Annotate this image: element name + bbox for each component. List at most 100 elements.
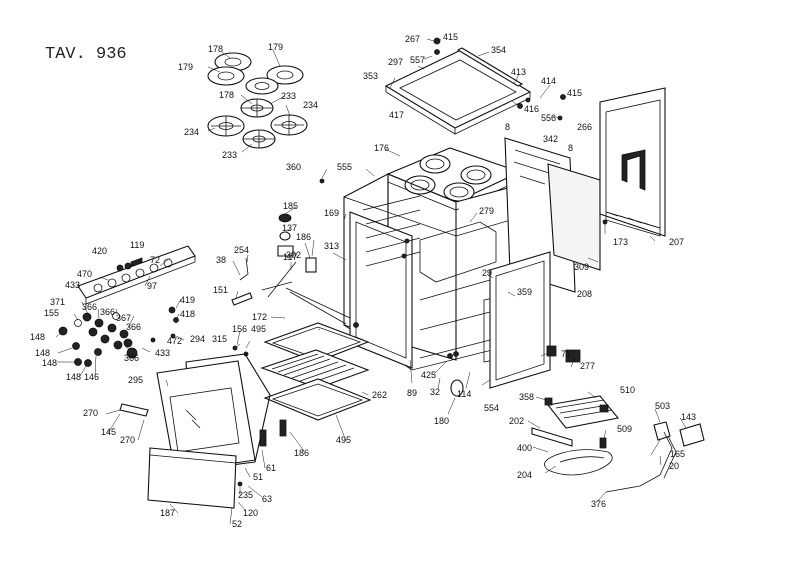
part-label: 71 — [561, 349, 571, 359]
leader-lines — [55, 38, 687, 525]
part-label: 297 — [388, 57, 403, 67]
part-label: 8 — [568, 143, 573, 153]
part-label: 279 — [479, 206, 494, 216]
part-label: 179 — [268, 42, 283, 52]
part-label: 148 — [30, 332, 45, 342]
part-label: 63 — [262, 494, 272, 504]
part-label: 61 — [266, 463, 276, 473]
part-label: 418 — [180, 309, 195, 319]
part-label: 353 — [363, 71, 378, 81]
part-label: 503 — [655, 401, 670, 411]
part-label: 425 — [421, 370, 436, 380]
part-label: 202 — [509, 416, 524, 426]
part-label: 180 — [434, 416, 449, 426]
part-label: 313 — [324, 241, 339, 251]
part-label: 52 — [232, 519, 242, 529]
part-label: 207 — [669, 237, 684, 247]
part-label: 186 — [296, 232, 311, 242]
part-label: 342 — [543, 134, 558, 144]
part-label: 366 — [126, 322, 141, 332]
thermostat-parts-group — [170, 213, 351, 357]
part-label: 472 — [167, 336, 182, 346]
part-label: 208 — [577, 289, 592, 299]
part-label: 358 — [519, 392, 534, 402]
part-label: 120 — [243, 508, 258, 518]
part-label: 417 — [389, 110, 404, 120]
part-label: 366 — [124, 353, 139, 363]
part-label: 32 — [430, 387, 440, 397]
part-label: 554 — [484, 403, 499, 413]
burner-parts-group — [207, 52, 308, 149]
part-label: 254 — [234, 245, 249, 255]
part-label: 148 — [66, 372, 81, 382]
part-label: 151 — [213, 285, 228, 295]
part-label: 555 — [337, 162, 352, 172]
part-label: 178 — [219, 90, 234, 100]
part-label: 89 — [407, 388, 417, 398]
part-label: 185 — [283, 201, 298, 211]
part-label: 366 — [82, 302, 97, 312]
part-labels: 178 179 179 178 233 234 234 233 267 415 … — [30, 32, 696, 529]
part-label: 433 — [155, 348, 170, 358]
front-door-group — [119, 353, 287, 509]
part-label: 433 — [65, 280, 80, 290]
part-label: 367 — [116, 313, 131, 323]
part-label: 302 — [286, 250, 301, 260]
part-label: 295 — [128, 375, 143, 385]
part-label: 119 — [130, 240, 144, 250]
part-label: 416 — [524, 104, 539, 114]
part-label: 509 — [617, 424, 632, 434]
part-label: 234 — [184, 127, 199, 137]
trays-group — [260, 322, 372, 421]
part-label: 234 — [303, 100, 318, 110]
part-label: 414 — [541, 76, 556, 86]
part-label: 20 — [669, 461, 679, 471]
part-label: 277 — [580, 361, 595, 371]
part-label: 178 — [208, 44, 223, 54]
part-label: 176 — [374, 143, 389, 153]
part-label: 557 — [410, 55, 425, 65]
part-label: 309 — [574, 262, 589, 272]
part-label: 233 — [222, 150, 237, 160]
part-label: 51 — [253, 472, 263, 482]
part-label: 186 — [294, 448, 309, 458]
part-label: 294 — [190, 334, 205, 344]
part-label: 137 — [282, 223, 297, 233]
part-label: 413 — [511, 67, 526, 77]
part-label: 72 — [150, 255, 160, 265]
part-label: 117 — [283, 252, 297, 262]
top-lid-group — [384, 37, 566, 135]
part-label: 371 — [50, 297, 65, 307]
part-label: 415 — [567, 88, 582, 98]
part-label: 8 — [505, 122, 510, 132]
electrical-parts-group — [447, 345, 705, 493]
part-label: 187 — [160, 508, 175, 518]
part-label: 267 — [405, 34, 420, 44]
part-label: 156 — [232, 324, 247, 334]
part-label: 29 — [482, 268, 492, 278]
part-label: 143 — [681, 412, 696, 422]
part-label: 400 — [517, 443, 532, 453]
part-label: 165 — [670, 449, 685, 459]
part-label: 235 — [238, 490, 253, 500]
part-label: 266 — [577, 122, 592, 132]
part-label: 179 — [178, 62, 193, 72]
part-label: 155 — [44, 308, 59, 318]
part-label: 262 — [372, 390, 387, 400]
part-label: 495 — [336, 435, 351, 445]
part-label: 419 — [180, 295, 195, 305]
part-label: 470 — [77, 269, 92, 279]
part-label: 114 — [457, 389, 471, 399]
part-label: 204 — [517, 470, 532, 480]
part-label: 360 — [286, 162, 301, 172]
part-label: 172 — [252, 312, 267, 322]
part-label: 148 — [42, 358, 57, 368]
part-label: 233 — [281, 91, 296, 101]
panels-group — [489, 87, 666, 389]
part-label: 270 — [120, 435, 135, 445]
part-label: 270 — [83, 408, 98, 418]
part-label: 354 — [491, 45, 506, 55]
part-label: 376 — [591, 499, 606, 509]
